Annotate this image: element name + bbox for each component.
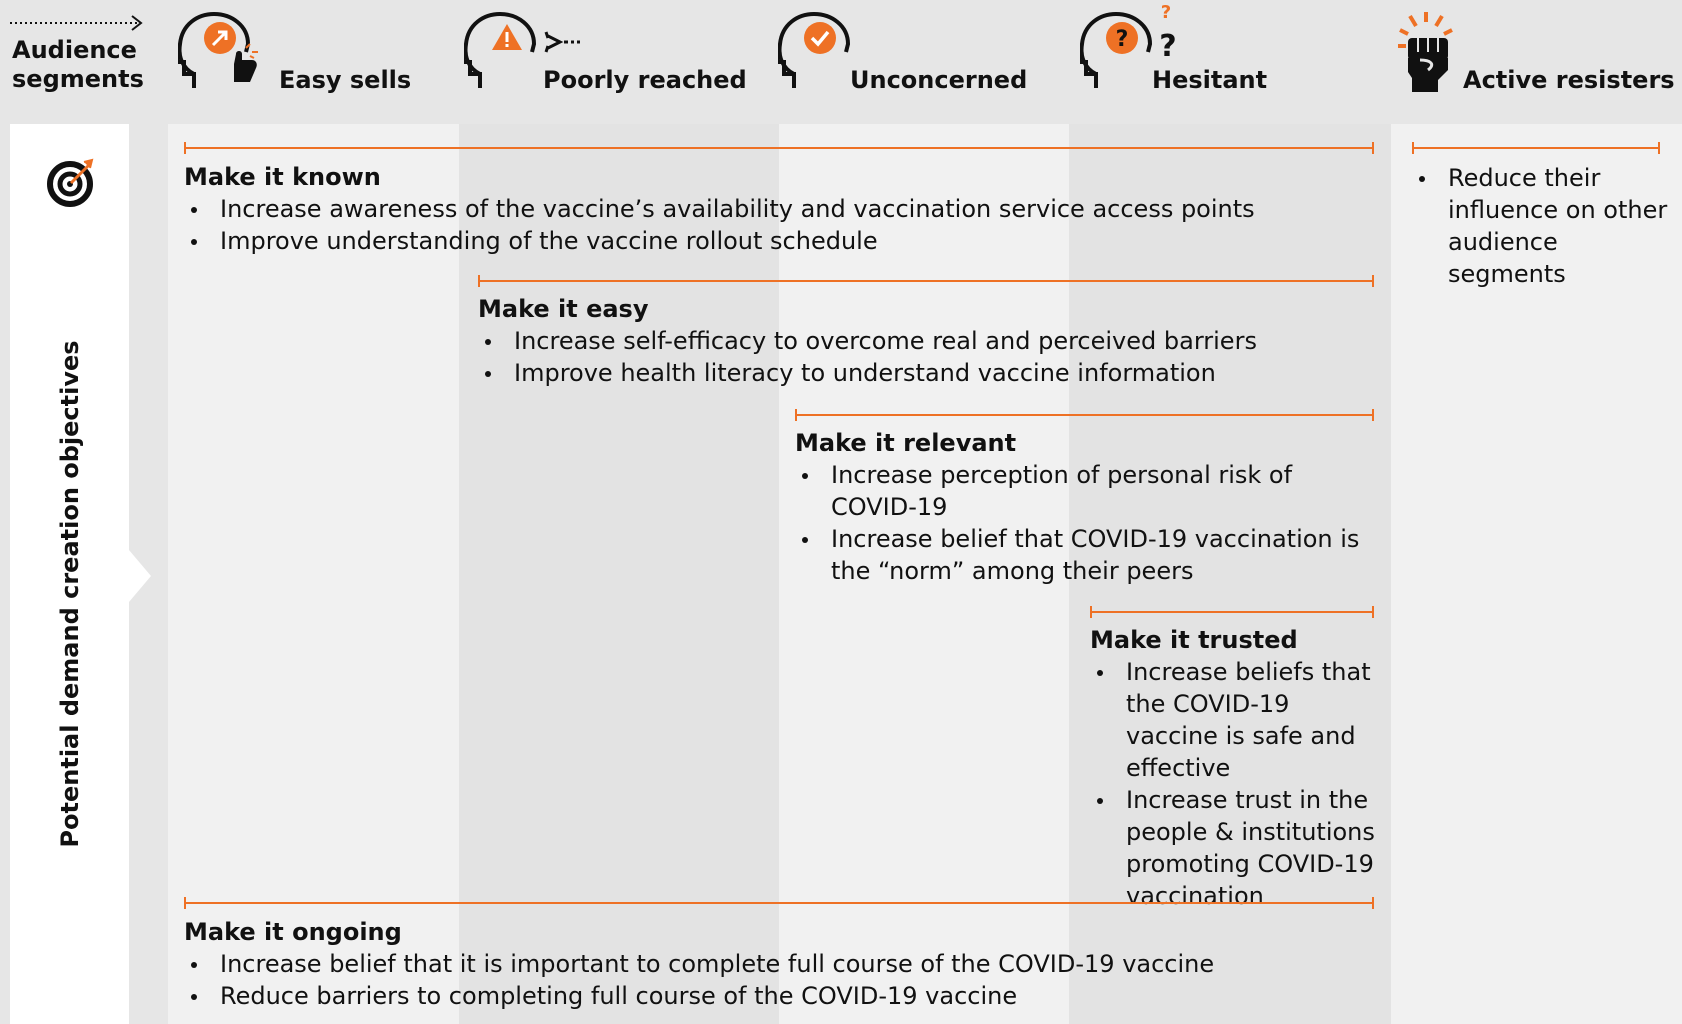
range-line-ongoing xyxy=(184,897,1374,909)
objective-title: Make it relevant xyxy=(795,429,1017,457)
bullet-item: Increase awareness of the vaccine’s avai… xyxy=(184,193,1374,225)
bullet-item: Increase beliefs that the COVID-19 vacci… xyxy=(1090,656,1380,784)
objective-title: Make it trusted xyxy=(1090,626,1298,654)
dotted-arrow-icon xyxy=(10,15,143,31)
column-hesitant xyxy=(1069,124,1391,1024)
objective-known: Make it known Increase awareness of the … xyxy=(184,163,1374,257)
svg-text:?: ? xyxy=(1116,27,1129,52)
bullet-item: Increase belief that it is important to … xyxy=(184,948,1374,980)
head-check-icon xyxy=(778,11,851,88)
segment-label-easy-sells: Easy sells xyxy=(279,66,412,94)
audience-segments-title: Audience segments xyxy=(12,36,144,94)
bullet-item: Improve understanding of the vaccine rol… xyxy=(184,225,1374,257)
column-unconcerned xyxy=(779,124,1069,1024)
svg-text:?: ? xyxy=(1161,2,1171,23)
head-question-icon: ? ? ? xyxy=(1080,2,1177,88)
side-label-objectives: Potential demand creation objectives xyxy=(56,340,84,848)
objective-trusted: Make it trusted Increase beliefs that th… xyxy=(1090,626,1380,912)
title-line-2: segments xyxy=(12,65,144,93)
bullet-item: Reduce barriers to completing full cours… xyxy=(184,980,1374,1012)
head-arrow-pointer-icon xyxy=(178,11,258,88)
segment-label-active-resisters: Active resisters xyxy=(1463,66,1675,94)
bullet-item: Reduce their influence on other audience… xyxy=(1412,162,1672,290)
range-line-trusted xyxy=(1090,606,1374,618)
column-easy-sells xyxy=(168,124,459,1024)
range-line-known xyxy=(184,142,1374,154)
column-poorly-reached xyxy=(459,124,779,1024)
segment-label-poorly-reached: Poorly reached xyxy=(543,66,747,94)
title-line-1: Audience xyxy=(12,36,137,64)
range-line-easy xyxy=(478,275,1374,287)
range-line-resisters xyxy=(1412,142,1660,154)
objective-relevant: Make it relevant Increase perception of … xyxy=(795,429,1375,587)
objective-title: Make it easy xyxy=(478,295,649,323)
objective-resisters: Reduce their influence on other audience… xyxy=(1412,162,1672,290)
segment-label-unconcerned: Unconcerned xyxy=(850,66,1028,94)
head-warning-signal-icon xyxy=(464,11,580,88)
column-active-resisters xyxy=(1391,124,1682,1024)
segment-label-hesitant: Hesitant xyxy=(1152,66,1268,94)
side-panel-pointer xyxy=(129,550,151,602)
bullet-item: Increase trust in the people & instituti… xyxy=(1090,784,1380,912)
objective-ongoing: Make it ongoing Increase belief that it … xyxy=(184,918,1374,1012)
bullet-item: Improve health literacy to understand va… xyxy=(478,357,1374,389)
objective-easy: Make it easy Increase self-efficacy to o… xyxy=(478,295,1374,389)
objectives-side-panel xyxy=(10,124,129,1024)
target-icon xyxy=(47,158,94,207)
bullet-item: Increase self-efficacy to overcome real … xyxy=(478,325,1374,357)
bullet-item: Increase perception of personal risk of … xyxy=(795,459,1375,523)
raised-fist-icon xyxy=(1398,12,1453,92)
objective-title: Make it ongoing xyxy=(184,918,402,946)
objective-title: Make it known xyxy=(184,163,381,191)
svg-text:?: ? xyxy=(1159,29,1176,64)
bullet-item: Increase belief that COVID-19 vaccinatio… xyxy=(795,523,1375,587)
range-line-relevant xyxy=(795,409,1374,421)
